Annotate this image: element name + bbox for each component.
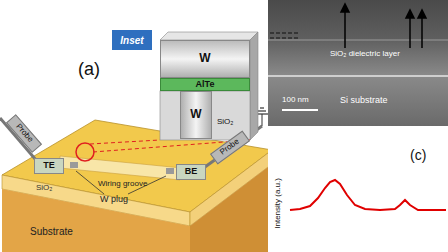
figure-part: [250, 32, 258, 140]
figure-part: [268, 126, 448, 252]
figure-part: [418, 10, 426, 18]
figure-part: [160, 91, 250, 140]
node-text: Probe: [14, 123, 35, 145]
figure-part: [268, 40, 448, 41]
axis-title: Intensity (a.u.): [274, 163, 283, 243]
figure-part: [409, 16, 411, 48]
layer-name: SiO₂: [36, 184, 52, 193]
node-text: W: [199, 52, 210, 65]
layer-name: SiO₂: [217, 118, 233, 127]
tungsten-layer: W: [160, 40, 250, 78]
node-text: AlTe: [196, 80, 215, 90]
figure-part: [166, 168, 174, 174]
scale-label: 100 nm: [282, 96, 309, 105]
figure-part: [341, 4, 349, 12]
layer-name: Si substrate: [340, 96, 388, 106]
bottom-electrode: BE: [176, 164, 206, 180]
panel-letter: (c): [410, 148, 426, 163]
top-electrode: TE: [34, 158, 64, 174]
alte-layer: AlTe: [160, 78, 250, 91]
inset-illustration: [76, 32, 258, 161]
inset-tab: Inset: [112, 30, 152, 50]
figure-part: [268, 0, 448, 126]
node-text: TE: [43, 161, 55, 171]
node-text: Inset: [120, 35, 143, 46]
figure-part: [290, 180, 446, 210]
device-block: [2, 120, 272, 252]
figure-part: [421, 16, 423, 48]
figure-part: [344, 10, 346, 48]
part-name: W plug: [100, 195, 128, 205]
part-name: Wiring groove: [98, 180, 147, 189]
figure-part: [270, 38, 300, 39]
figure-part: [268, 75, 448, 77]
node-text: BE: [185, 167, 198, 177]
figure-part: [282, 109, 318, 111]
figure-part: [90, 140, 160, 144]
figure-part: [70, 162, 78, 168]
figure-part: [262, 114, 263, 126]
figure-part: [270, 33, 300, 34]
figure-part: [76, 143, 94, 161]
node-text: W: [190, 108, 201, 121]
sem-image: [268, 0, 448, 126]
figure-part: [406, 10, 414, 18]
probe-tip: Probe: [210, 130, 250, 164]
layer-name: Substrate: [30, 226, 73, 237]
panel-letter: (a): [78, 60, 100, 80]
figure-part: [60, 156, 182, 180]
figure-part: [258, 110, 266, 111]
figure-part: [160, 32, 258, 40]
layer-name: SiO₂ dielectric layer: [330, 50, 400, 59]
node-text: Probe: [219, 138, 241, 158]
spectrum-plot: [268, 126, 448, 252]
figure-part: [2, 189, 190, 252]
probe-tip: Probe: [6, 114, 42, 153]
figure-part: [0, 118, 36, 160]
figure-part: [260, 107, 264, 108]
tungsten-plug: W: [180, 91, 212, 139]
figure-part: [341, 4, 426, 48]
